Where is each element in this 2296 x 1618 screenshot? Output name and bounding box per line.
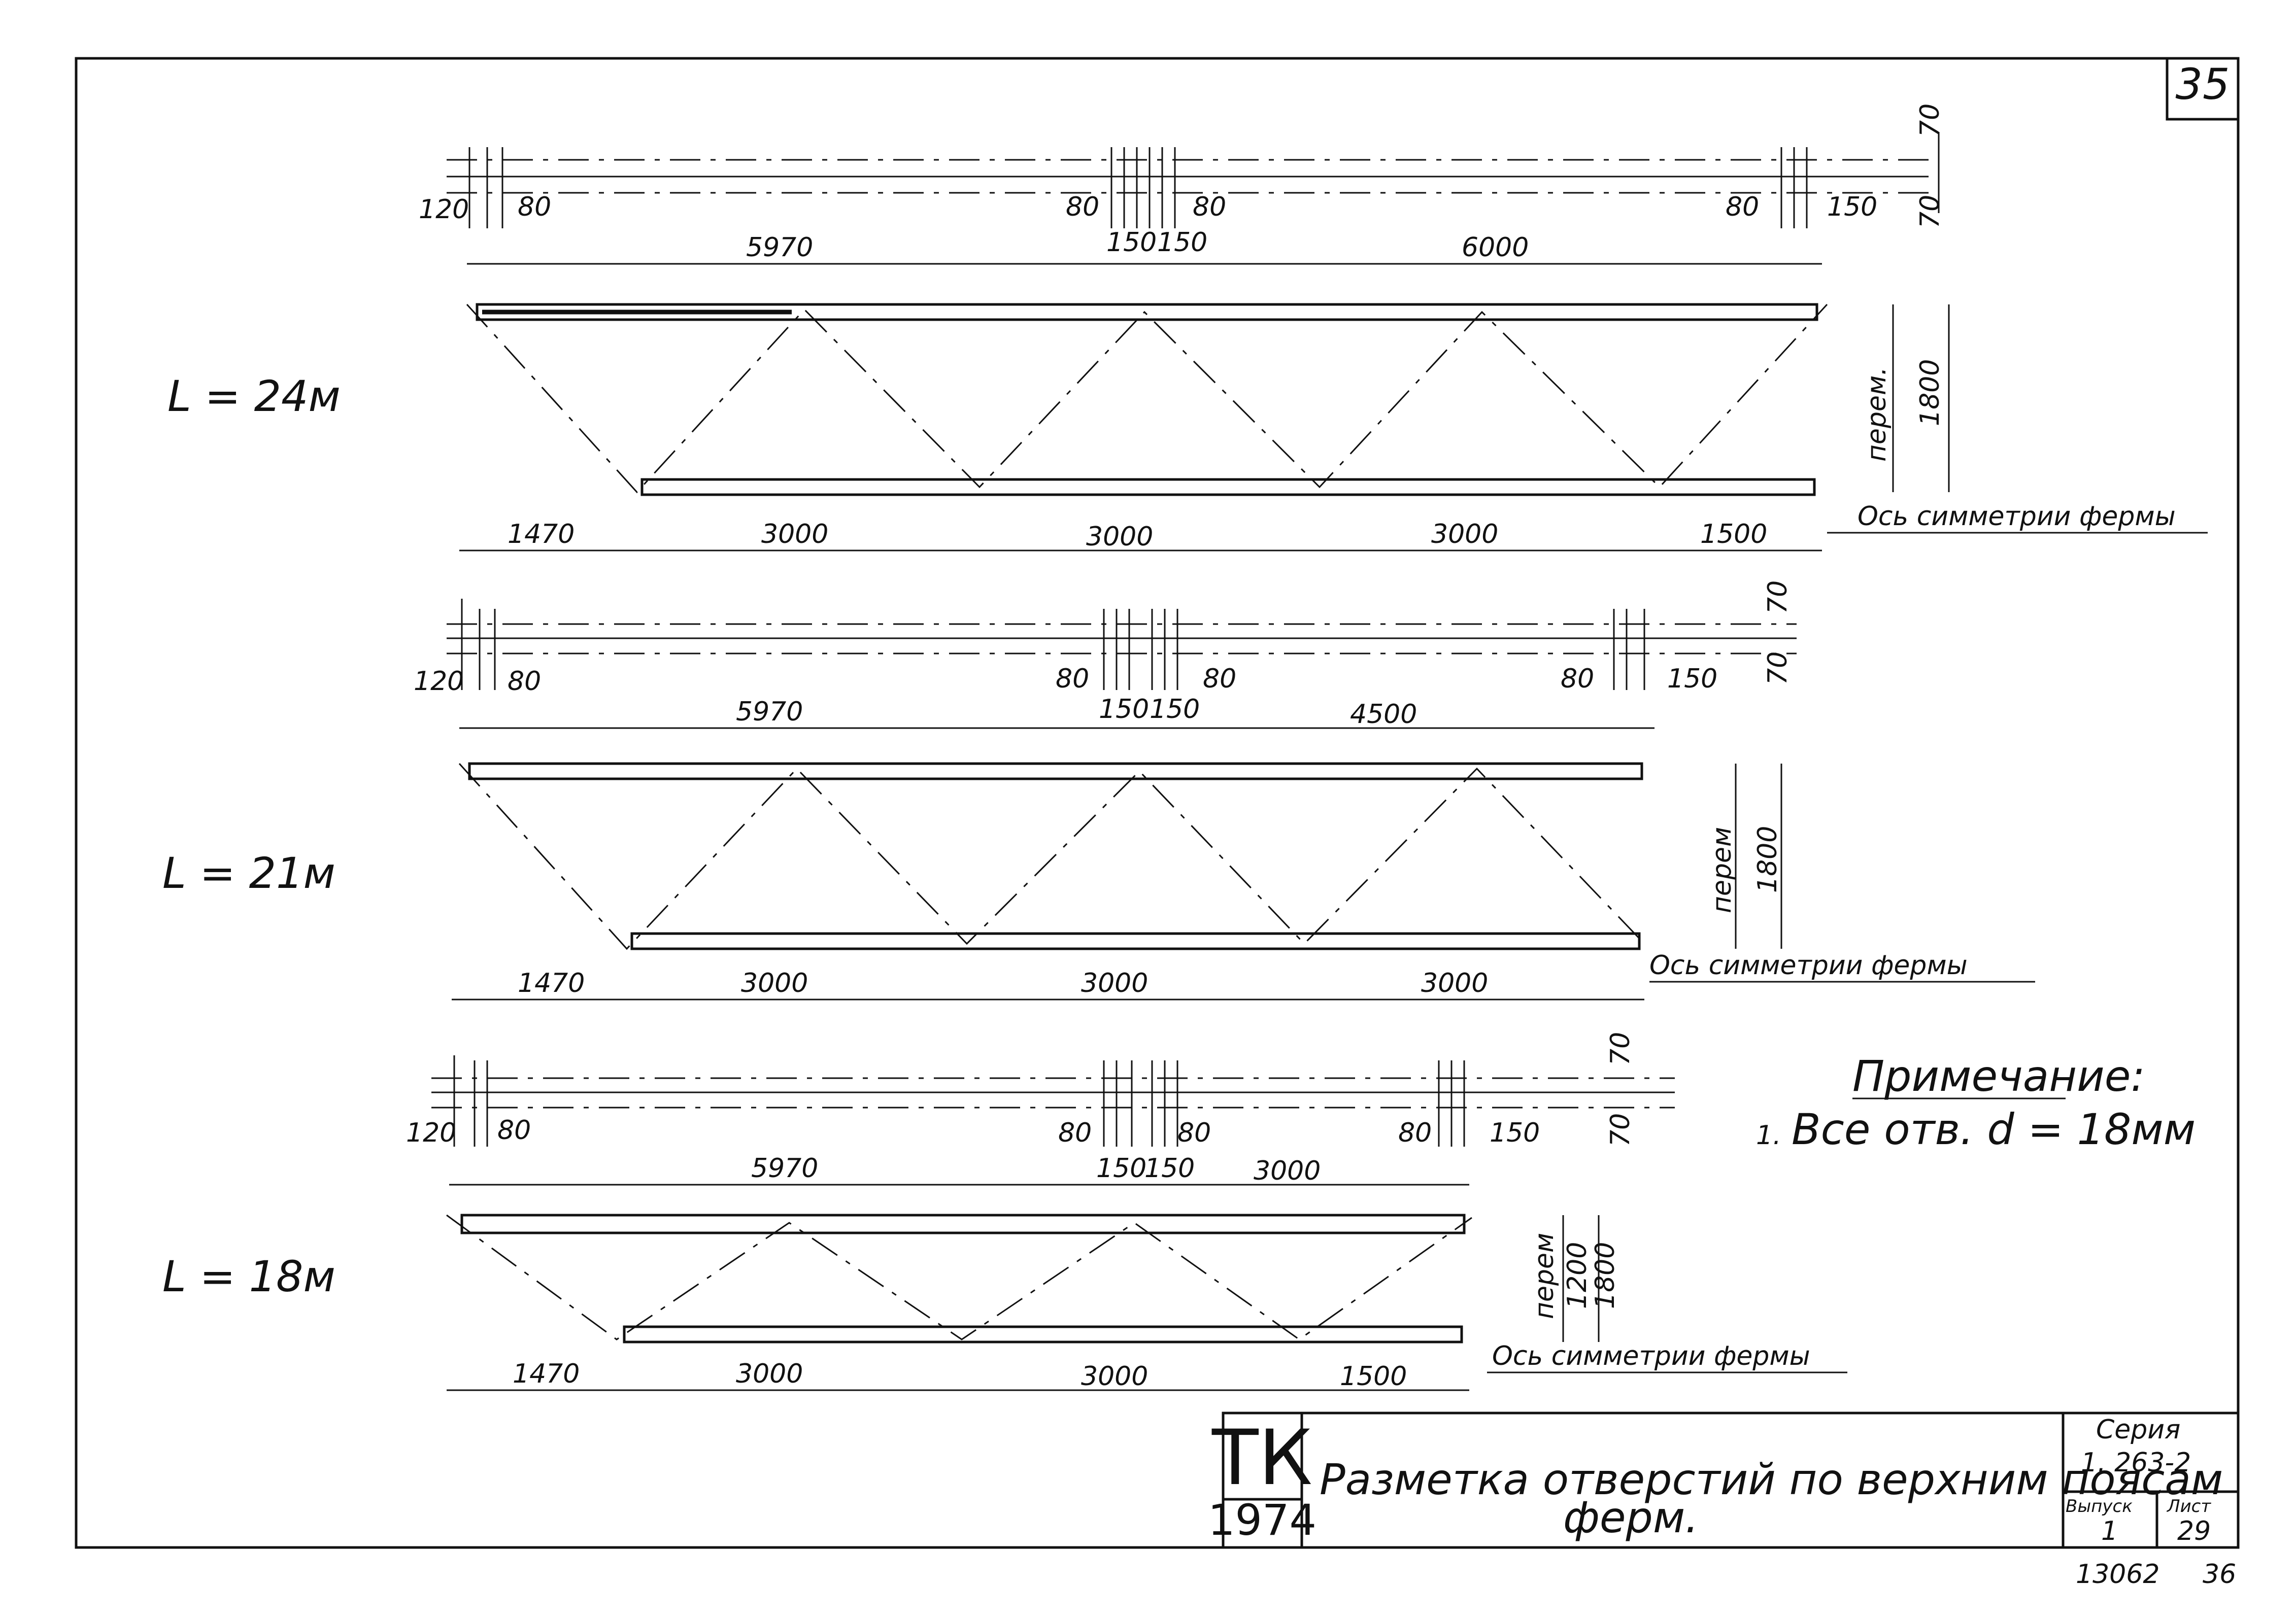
dim-80: 80 bbox=[1056, 664, 1089, 694]
dim-3000: 3000 bbox=[736, 1359, 803, 1389]
sheet-number: 35 bbox=[2176, 59, 2230, 109]
dim-1500: 1500 bbox=[1340, 1361, 1407, 1392]
dim-3000: 3000 bbox=[1254, 1156, 1321, 1186]
dim-3000: 3000 bbox=[741, 968, 808, 999]
dim-3000: 3000 bbox=[1421, 968, 1488, 999]
truss-21m: 120 80 80 150 150 80 80 150 70 70 5970 4… bbox=[162, 580, 2035, 1001]
dim-150: 150 bbox=[1106, 227, 1157, 258]
dim-150: 150 bbox=[1099, 694, 1149, 725]
web-members bbox=[466, 303, 1828, 494]
dim-80: 80 bbox=[1203, 664, 1236, 694]
dim-150: 150 bbox=[1827, 192, 1877, 222]
dim-80: 80 bbox=[518, 192, 551, 222]
series-value: 1. 263-2 bbox=[2081, 1448, 2191, 1478]
dim-80: 80 bbox=[1177, 1118, 1211, 1148]
bottom-chord bbox=[640, 478, 1816, 496]
dim-70: 70 bbox=[1605, 1032, 1636, 1065]
dim-3000: 3000 bbox=[1086, 522, 1153, 552]
org-mark: ТК bbox=[1211, 1414, 1312, 1502]
dim-80: 80 bbox=[1058, 1118, 1092, 1148]
sheet-number-box bbox=[2166, 57, 2240, 121]
dim-1800: 1800 bbox=[1590, 1242, 1620, 1309]
dim-70: 70 bbox=[1915, 195, 1945, 228]
issue-label: Выпуск bbox=[2066, 1496, 2133, 1517]
web-members bbox=[458, 763, 1645, 950]
web-members bbox=[446, 1214, 1472, 1340]
dim-120: 120 bbox=[414, 666, 464, 697]
drawing-title: Разметка отверстий по верхним поясам bbox=[1320, 1455, 2223, 1504]
series-label: Серия bbox=[2096, 1415, 2180, 1445]
note-text: Все отв. d = 18мм bbox=[1792, 1105, 2196, 1154]
dim-1470: 1470 bbox=[513, 1359, 580, 1389]
dim-1200: 1200 bbox=[1562, 1242, 1593, 1309]
sheet-value: 29 bbox=[2177, 1516, 2211, 1546]
dim-perem: перем. bbox=[1862, 367, 1892, 462]
dim-1470: 1470 bbox=[508, 519, 575, 549]
dim-80: 80 bbox=[497, 1115, 531, 1146]
title-block: ТК 1974 Разметка отверстий по верхним по… bbox=[1208, 1412, 2240, 1549]
dim-120: 120 bbox=[419, 194, 469, 225]
dim-150: 150 bbox=[1150, 694, 1200, 725]
axis-label: Ось симметрии фермы bbox=[1492, 1341, 1810, 1371]
issue-value: 1 bbox=[2101, 1516, 2118, 1546]
note-block: Примечание: 1. Все отв. d = 18мм bbox=[1756, 1051, 2196, 1154]
dim-perem: перем bbox=[1707, 827, 1737, 913]
dim-70: 70 bbox=[1763, 580, 1793, 614]
dim-80: 80 bbox=[1398, 1118, 1432, 1148]
dim-80: 80 bbox=[508, 666, 541, 697]
dim-1800: 1800 bbox=[1752, 826, 1783, 893]
dim-70: 70 bbox=[1915, 104, 1945, 137]
dim-6000: 6000 bbox=[1462, 232, 1529, 263]
dim-80: 80 bbox=[1726, 192, 1759, 222]
top-chord bbox=[468, 762, 1643, 780]
footer-page: 36 bbox=[2203, 1559, 2236, 1590]
dim-150: 150 bbox=[1157, 227, 1207, 258]
dim-3000: 3000 bbox=[1081, 1361, 1148, 1392]
dim-3000: 3000 bbox=[1081, 968, 1148, 999]
dim-1500: 1500 bbox=[1700, 519, 1767, 549]
dim-70: 70 bbox=[1605, 1113, 1636, 1147]
dim-150: 150 bbox=[1144, 1153, 1195, 1184]
dim-150: 150 bbox=[1490, 1118, 1540, 1148]
sheet-frame bbox=[75, 57, 2240, 1549]
span-label: L = 21м bbox=[162, 848, 335, 898]
truss-24m: 120 80 80 150 150 80 80 150 70 70 5970 6… bbox=[167, 104, 2208, 552]
top-chord bbox=[476, 303, 1818, 321]
footer-code: 13062 bbox=[2076, 1559, 2159, 1590]
dim-80: 80 bbox=[1193, 192, 1226, 222]
dim-perem: перем bbox=[1529, 1233, 1560, 1319]
axis-label: Ось симметрии фермы bbox=[1858, 501, 2176, 532]
dim-4500: 4500 bbox=[1350, 699, 1417, 730]
drawing-title-2: ферм. bbox=[1563, 1493, 1699, 1542]
sheet-label: Лист bbox=[2166, 1496, 2211, 1517]
truss-18m: 120 80 80 150 150 80 80 150 70 70 5970 3… bbox=[162, 1032, 1847, 1392]
dim-5970: 5970 bbox=[736, 697, 803, 727]
note-bullet: 1. bbox=[1756, 1120, 1781, 1151]
dim-150: 150 bbox=[1667, 664, 1717, 694]
axis-label: Ось симметрии фермы bbox=[1649, 950, 1968, 981]
dim-70: 70 bbox=[1763, 651, 1793, 685]
year: 1974 bbox=[1208, 1495, 1316, 1545]
dim-80: 80 bbox=[1066, 192, 1099, 222]
dim-5970: 5970 bbox=[746, 232, 813, 263]
dim-80: 80 bbox=[1561, 664, 1594, 694]
dim-120: 120 bbox=[406, 1118, 456, 1148]
note-title: Примечание: bbox=[1852, 1051, 2145, 1101]
dim-150: 150 bbox=[1096, 1153, 1146, 1184]
span-label: L = 18м bbox=[162, 1252, 335, 1301]
dim-5970: 5970 bbox=[751, 1153, 818, 1184]
top-chord bbox=[460, 1214, 1466, 1234]
dim-1470: 1470 bbox=[518, 968, 585, 999]
span-label: L = 24м bbox=[167, 371, 341, 421]
bottom-chord bbox=[623, 1325, 1463, 1344]
dim-3000: 3000 bbox=[761, 519, 828, 549]
bottom-chord bbox=[630, 932, 1641, 950]
dim-3000: 3000 bbox=[1431, 519, 1498, 549]
dim-1800: 1800 bbox=[1915, 359, 1945, 426]
